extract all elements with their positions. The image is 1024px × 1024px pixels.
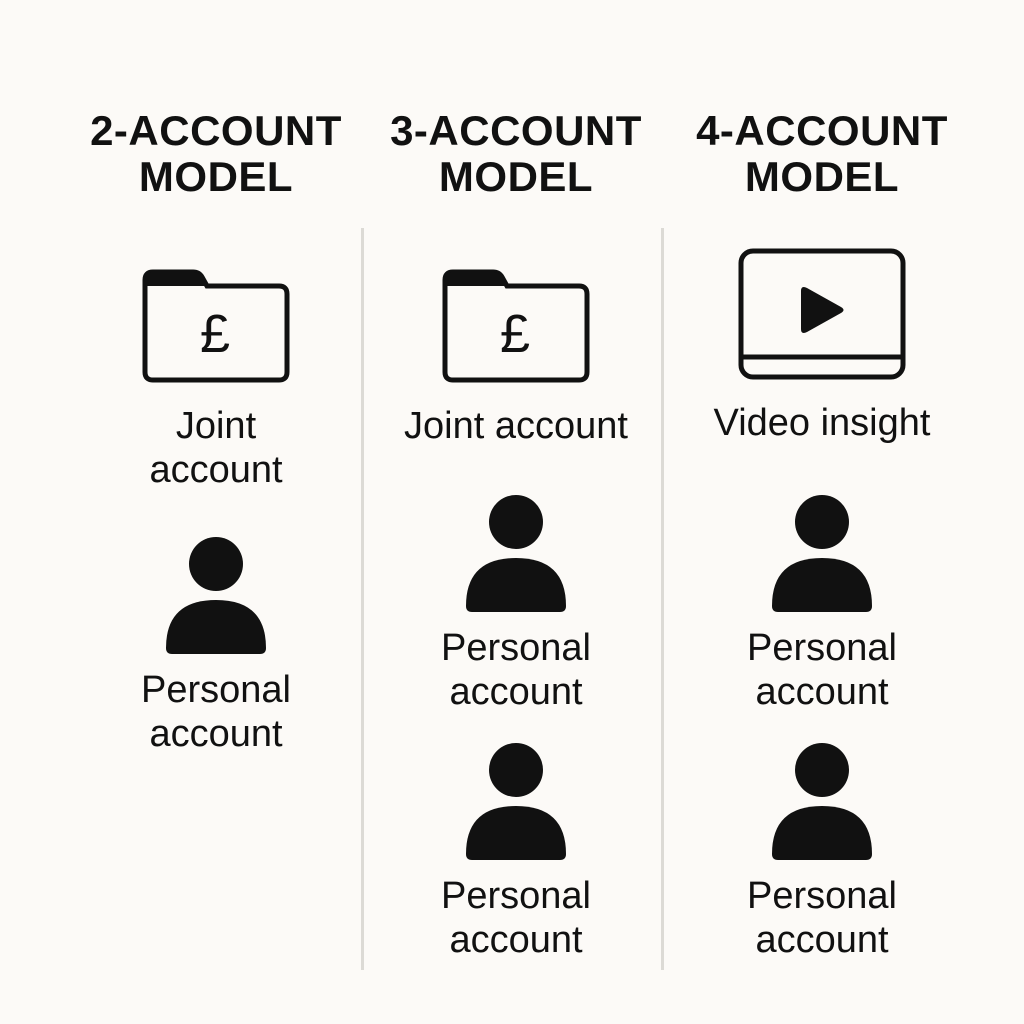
label-line-2: account <box>449 919 583 961</box>
item-label: Joint account <box>404 405 628 447</box>
video-play-icon <box>738 248 906 380</box>
column-divider <box>661 228 664 970</box>
column-title: 4-ACCOUNT MODEL <box>672 108 972 200</box>
video-insight-item: Video insight <box>672 247 972 445</box>
item-label: Personal account <box>672 874 972 962</box>
title-line-2: MODEL <box>744 153 900 200</box>
person-icon <box>166 537 266 654</box>
label-line-1: Personal <box>747 875 897 917</box>
svg-text:£: £ <box>200 304 230 364</box>
title-line-1: 4-ACCOUNT <box>696 107 948 154</box>
person-icon <box>466 743 566 860</box>
column-title: 3-ACCOUNT MODEL <box>366 108 666 200</box>
label-line-1: Personal <box>441 875 591 917</box>
svg-text:£: £ <box>500 304 530 364</box>
column-3-account-model: 3-ACCOUNT MODEL £ Joint account Personal… <box>366 0 666 1024</box>
pound-folder-icon: £ <box>442 269 590 383</box>
title-line-1: 3-ACCOUNT <box>390 107 642 154</box>
item-label: Personal account <box>66 668 366 756</box>
label-line-2: account <box>449 671 583 713</box>
item-label: Video insight <box>713 402 931 444</box>
title-line-2: MODEL <box>438 153 594 200</box>
personal-account-item: Personal account <box>366 494 666 714</box>
label-line-1: Joint <box>175 405 257 447</box>
label-line-1: Personal <box>141 669 291 711</box>
column-divider <box>361 228 364 970</box>
label-line-2: account <box>755 919 889 961</box>
label-line-2: account <box>149 713 283 755</box>
personal-account-item: Personal account <box>672 494 972 714</box>
title-line-1: 2-ACCOUNT <box>90 107 342 154</box>
personal-account-item: Personal account <box>66 536 366 756</box>
label-line-1: Personal <box>747 627 897 669</box>
label-line-2: account <box>755 671 889 713</box>
person-icon <box>466 495 566 612</box>
person-icon <box>772 743 872 860</box>
personal-account-item: Personal account <box>672 742 972 962</box>
personal-account-item: Personal account <box>366 742 666 962</box>
item-label: Personal account <box>366 626 666 714</box>
column-title: 2-ACCOUNT MODEL <box>66 108 366 200</box>
label-line-2: account <box>149 449 283 491</box>
label-line-1: Personal <box>441 627 591 669</box>
item-label: Joint account <box>66 404 366 492</box>
column-2-account-model: 2-ACCOUNT MODEL £ Joint account Personal… <box>66 0 366 1024</box>
item-label: Personal account <box>672 626 972 714</box>
joint-account-item: £ Joint account <box>366 268 666 448</box>
item-label: Personal account <box>366 874 666 962</box>
pound-folder-icon: £ <box>142 269 290 383</box>
column-4-account-model: 4-ACCOUNT MODEL Video insight Personal a… <box>672 0 972 1024</box>
joint-account-item: £ Joint account <box>66 268 366 492</box>
person-icon <box>772 495 872 612</box>
title-line-2: MODEL <box>138 153 294 200</box>
